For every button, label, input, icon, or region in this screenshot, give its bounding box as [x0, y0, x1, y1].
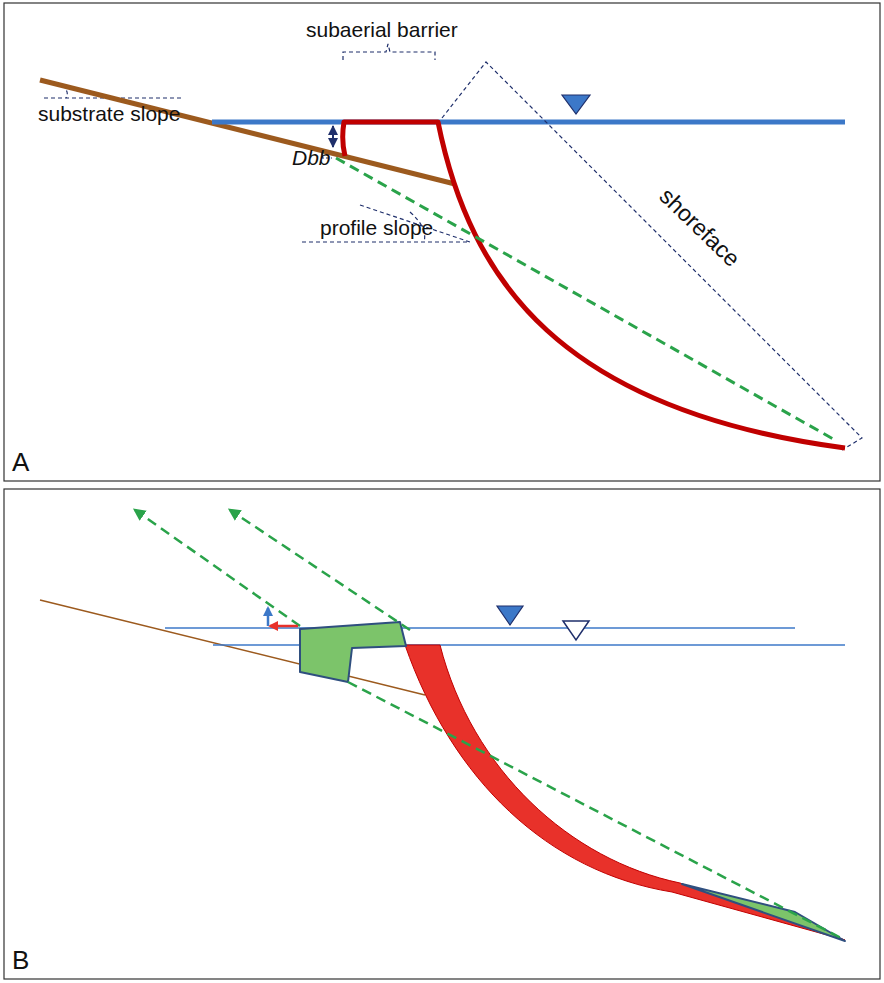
- water-level-symbol: [562, 95, 590, 114]
- angle-mark: [302, 205, 470, 242]
- barrier-profile: [343, 122, 845, 448]
- panel-letter: B: [12, 946, 29, 975]
- panel-frame: [4, 489, 880, 979]
- water-level-symbol: [563, 621, 589, 640]
- bracket-label: shoreface: [655, 184, 745, 272]
- panel-letter: A: [12, 448, 29, 477]
- water-level-symbol: [497, 606, 523, 625]
- sea-level: [165, 627, 795, 629]
- eroded-wedge: [405, 645, 845, 940]
- substrate-line: [40, 600, 425, 695]
- panel-frame: [4, 3, 880, 481]
- angle-label: substrate slope: [38, 102, 180, 125]
- profile-slope-line: [336, 158, 835, 440]
- sea-level: [212, 120, 845, 125]
- deposited-toe: [682, 884, 845, 941]
- landward-arrow: [270, 625, 298, 628]
- substrate-line: [40, 80, 455, 184]
- bracket: [442, 62, 862, 450]
- profile-slope-line: [135, 510, 845, 940]
- dimension-arrow: [332, 126, 334, 147]
- deposited-barrier: [300, 622, 406, 682]
- bracket-label: subaerial barrier: [306, 18, 458, 41]
- upward-arrow: [267, 608, 270, 626]
- bracket: [343, 44, 435, 60]
- angle-label: profile slope: [320, 216, 433, 239]
- dimension-label: Dbb: [292, 146, 331, 169]
